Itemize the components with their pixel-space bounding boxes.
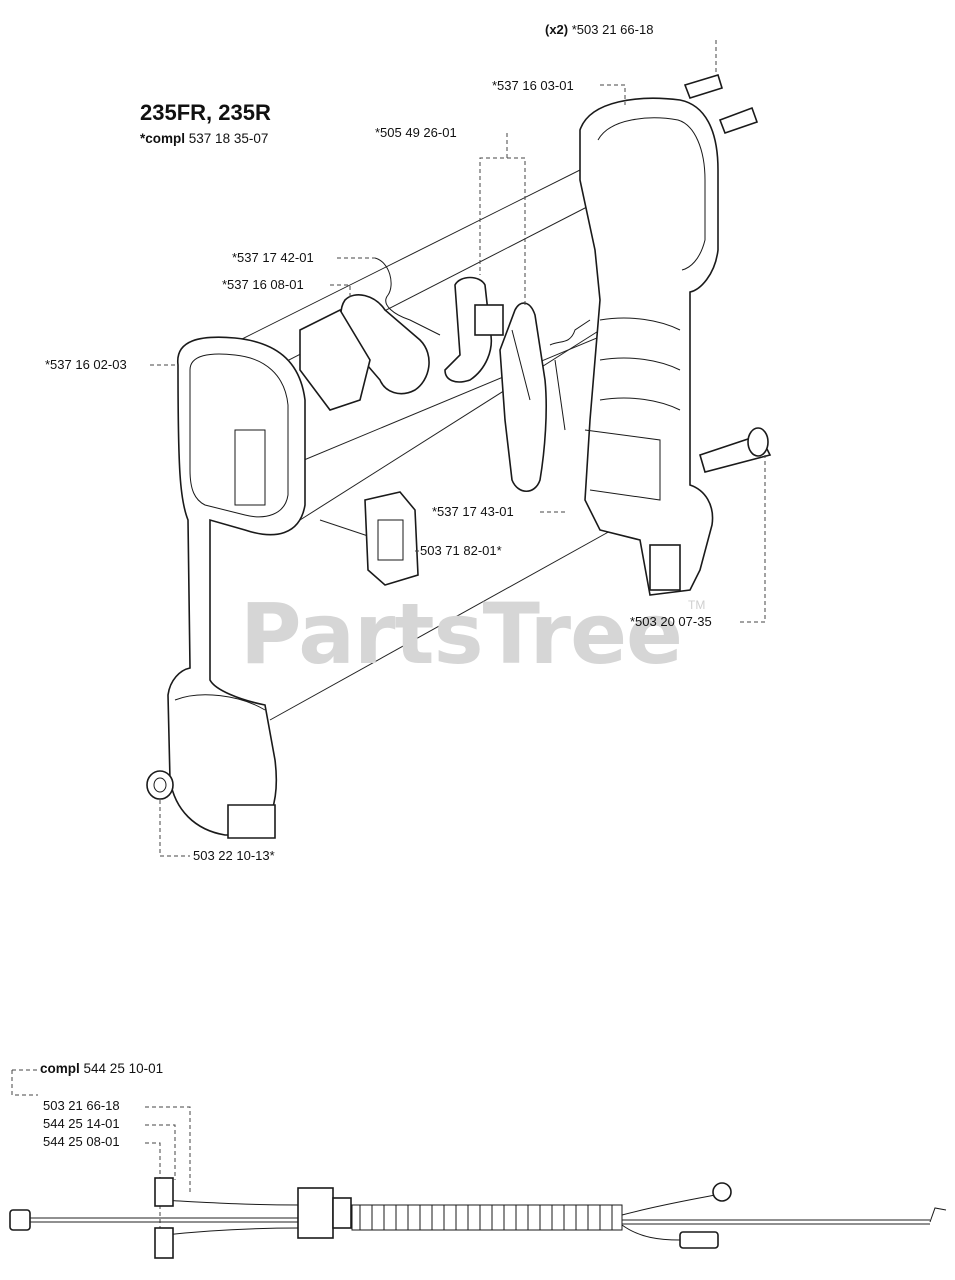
- part-number: *503 21 66-18: [571, 22, 654, 37]
- part-label-p8[interactable]: 503 71 82-01*: [420, 543, 502, 558]
- springs: [374, 257, 591, 431]
- watermark: PartsTree: [240, 585, 683, 683]
- part-label-p7[interactable]: *537 17 43-01: [432, 504, 514, 519]
- screws: [146, 74, 772, 800]
- model-title: 235FR, 235R: [140, 100, 271, 125]
- left-handle-half: [167, 336, 306, 839]
- throttle-trigger: [499, 302, 547, 493]
- trademark-mark: TM: [688, 598, 706, 612]
- stop-switch: [364, 491, 419, 586]
- cable-kit-item[interactable]: 503 21 66-18: [43, 1098, 120, 1113]
- leader-lines: [11, 40, 766, 1235]
- compl-number: 537 18 35-07: [188, 131, 269, 146]
- part-label-p4[interactable]: *537 17 42-01: [232, 250, 314, 265]
- stop-lever: [299, 294, 430, 411]
- compl-prefix: *compl: [140, 131, 186, 146]
- part-qty: (x2): [545, 22, 569, 37]
- part-label-p3[interactable]: *505 49 26-01: [375, 125, 457, 140]
- part-label-p10[interactable]: 503 22 10-13*: [193, 848, 275, 863]
- cable-coil: [351, 1204, 623, 1231]
- part-label-p9[interactable]: *503 20 07-35: [630, 614, 712, 629]
- compl-line: *compl 537 18 35-07: [140, 131, 268, 146]
- part-label-p2[interactable]: *537 16 03-01: [492, 78, 574, 93]
- throttle-lock-lever: [444, 276, 504, 383]
- part-label-p6[interactable]: *537 16 02-03: [45, 357, 127, 372]
- right-handle-half: [579, 97, 719, 596]
- cable-kit-item[interactable]: 544 25 08-01: [43, 1134, 120, 1149]
- throttle-cable-drawing: [9, 1177, 947, 1259]
- cable-kit-compl[interactable]: compl 544 25 10-01: [40, 1061, 163, 1076]
- compl-prefix: compl: [40, 1061, 80, 1076]
- compl-number: 544 25 10-01: [83, 1061, 164, 1076]
- part-label-p1[interactable]: (x2) *503 21 66-18: [545, 22, 653, 37]
- part-label-p5[interactable]: *537 16 08-01: [222, 277, 304, 292]
- cable-kit-item[interactable]: 544 25 14-01: [43, 1116, 120, 1131]
